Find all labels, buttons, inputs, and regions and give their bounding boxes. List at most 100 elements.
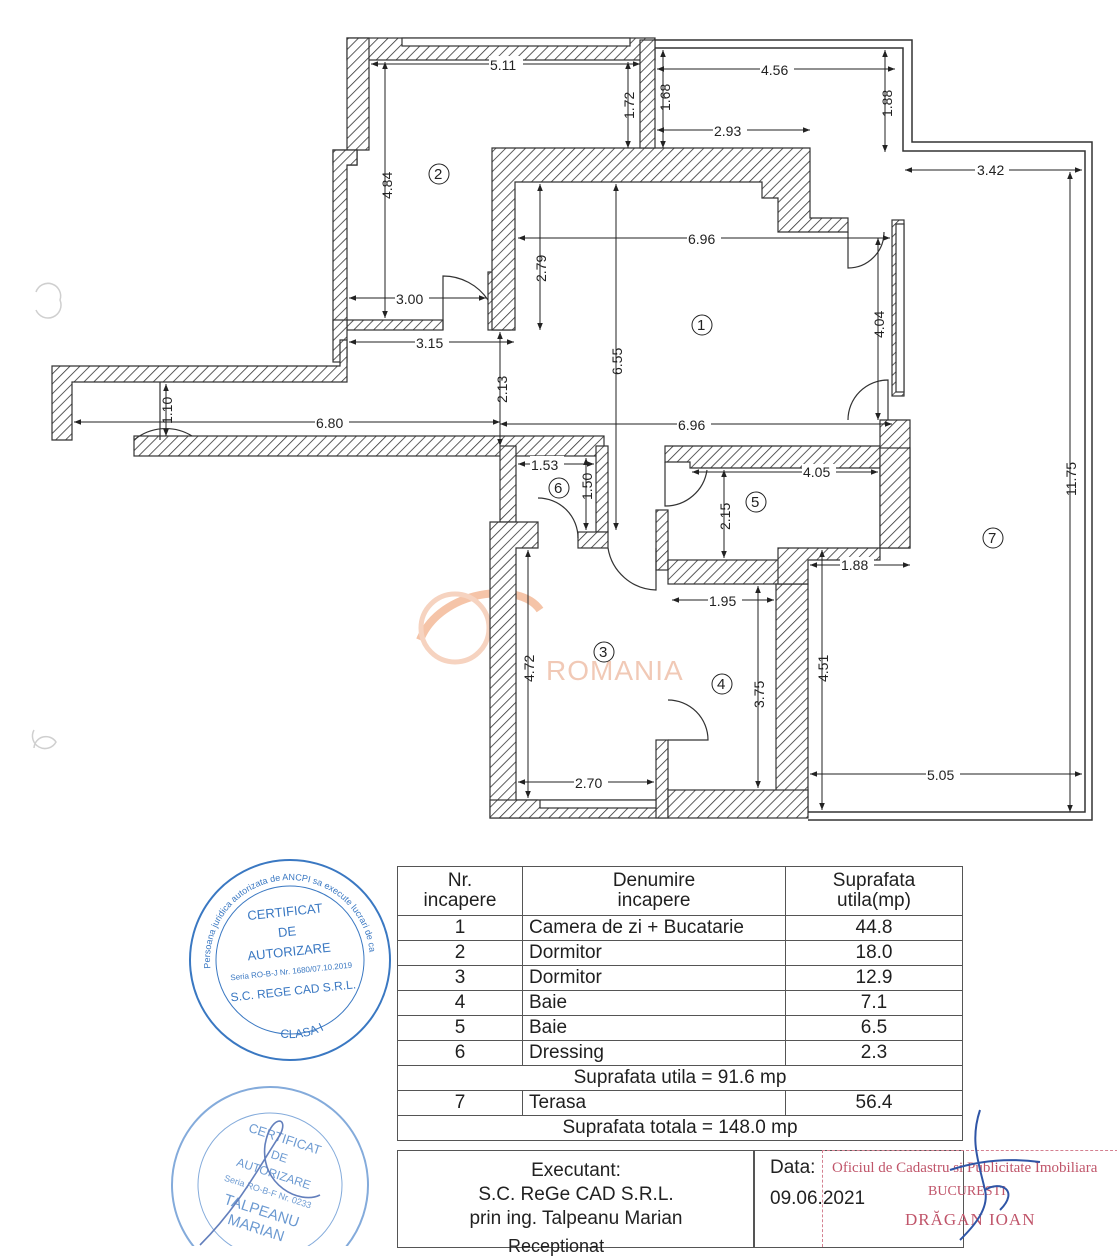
terrace-name: Terasa [522,1090,786,1116]
row-name: Camera de zi + Bucatarie [522,915,786,941]
stamp1-line2: DE [277,923,297,940]
header-nr: Nr. incapere [397,866,523,916]
dim-3-42: 3.42 [977,162,1004,178]
dim-6-96-top: 6.96 [688,231,715,247]
svg-text:CLASA I: CLASA I [278,1020,326,1043]
dim-2-93: 2.93 [714,123,741,139]
grand-total: Suprafata totala = 148.0 mp [397,1115,963,1141]
grand-total-row: Suprafata totala = 148.0 mp [397,1115,963,1141]
row-name: Dormitor [522,940,786,966]
date-value: 09.06.2021 [770,1188,866,1209]
terrace-nr: 7 [397,1090,523,1116]
dim-6-96-mid: 6.96 [678,417,705,433]
dim-3-75: 3.75 [751,681,767,708]
dim-2-79: 2.79 [533,255,549,282]
row-nr: 5 [397,1015,523,1041]
row-nr: 1 [397,915,523,941]
row-nr: 3 [397,965,523,991]
dim-3-00: 3.00 [396,291,423,307]
floor-plan: ROMANIA [31,37,1093,821]
walls [51,37,911,819]
dim-3-15: 3.15 [416,335,443,351]
dimension-labels: 5.11 4.56 1.72 1.68 1.88 2.93 3.42 4.84 … [159,56,1079,791]
dim-4-72: 4.72 [521,655,537,682]
office-stamp-line1: Oficiul de Cadastru si Publicitate Imobi… [832,1160,1098,1176]
authorization-stamp-1: Persoana juridica autorizata de ANCPI sa… [180,850,391,1061]
header-name: Denumire incapere [522,866,786,916]
dim-1-88-top: 1.88 [879,90,895,117]
dim-1-10: 1.10 [159,397,175,424]
dim-2-15: 2.15 [717,503,733,530]
watermark-text: ROMANIA [546,655,684,686]
row-nr: 2 [397,940,523,966]
office-stamp-frame [822,1150,1117,1247]
row-nr: 6 [397,1040,523,1066]
dim-1-53: 1.53 [531,457,558,473]
room-number-1: 1 [697,317,705,334]
dim-4-05: 4.05 [803,464,830,480]
dim-2-13: 2.13 [494,376,510,403]
dim-5-11: 5.11 [490,57,516,73]
row-area: 7.1 [785,990,963,1016]
executant-person: prin ing. Talpeanu Marian [469,1208,683,1229]
executant-company: S.C. ReGe CAD S.R.L. [478,1184,674,1205]
row-area: 44.8 [785,915,963,941]
date-label: Data: [770,1157,816,1178]
punch-holes [31,282,62,750]
terrace-area: 56.4 [785,1090,963,1116]
dim-4-51: 4.51 [815,655,831,682]
dim-4-04: 4.04 [871,311,887,338]
row-area: 6.5 [785,1015,963,1041]
dim-4-56: 4.56 [761,62,788,78]
table-row: 6 Dressing 2.3 [397,1040,963,1066]
table-row: 1 Camera de zi + Bucatarie 44.8 [397,915,963,941]
dim-6-55: 6.55 [609,348,625,375]
row-area: 2.3 [785,1040,963,1066]
dim-2-70: 2.70 [575,775,602,791]
room-number-3: 3 [599,644,607,661]
terrace-row: 7 Terasa 56.4 [397,1090,963,1116]
executant-box: Executant: S.C. ReGe CAD S.R.L. prin ing… [397,1150,755,1248]
table-row: 4 Baie 7.1 [397,990,963,1016]
terrace-outline [655,39,1093,821]
windows [401,37,905,809]
watermark: ROMANIA [416,589,684,686]
row-name: Dormitor [522,965,786,991]
room-numbers [428,163,1004,695]
dim-1-95: 1.95 [709,593,736,609]
row-nr: 4 [397,990,523,1016]
dim-1-88-right: 1.88 [841,557,868,573]
dim-11-75: 11.75 [1063,462,1079,496]
row-name: Baie [522,1015,786,1041]
table-row: 2 Dormitor 18.0 [397,940,963,966]
dim-1-50: 1.50 [579,473,595,500]
room-number-6: 6 [554,480,562,497]
table-row: 3 Dormitor 12.9 [397,965,963,991]
surface-table: Nr. incapere Denumire incapere Suprafata… [397,866,963,1141]
office-stamp-line3: DRĂGAN IOAN [905,1210,1036,1229]
row-area: 18.0 [785,940,963,966]
receptionat-label: Receptionat [508,1236,605,1256]
stamp1-line5: S.C. REGE CAD S.R.L. [230,977,357,1004]
dim-1-72: 1.72 [621,92,637,119]
useful-total: Suprafata utila = 91.6 mp [397,1065,963,1091]
dim-4-84: 4.84 [379,172,395,199]
room-number-7: 7 [988,530,996,547]
office-signature [949,1109,1041,1241]
table-header-row: Nr. incapere Denumire incapere Suprafata… [397,866,963,916]
useful-total-row: Suprafata utila = 91.6 mp [397,1065,963,1091]
stamp1-ring-bottom: CLASA I [278,1020,326,1043]
row-area: 12.9 [785,965,963,991]
row-name: Dressing [522,1040,786,1066]
row-name: Baie [522,990,786,1016]
stamp1-line3: AUTORIZARE [247,940,332,964]
room-number-2: 2 [434,166,442,183]
room-number-4: 4 [717,676,725,693]
authorization-stamp-2: CERTIFICAT DE AUTORIZARE Seria RO-B-F Nr… [171,1086,369,1246]
dim-5-05: 5.05 [927,767,954,783]
executant-label: Executant: [531,1160,621,1181]
dim-1-68: 1.68 [657,84,673,111]
table-row: 5 Baie 6.5 [397,1015,963,1041]
signature [199,1120,321,1246]
stamp1-line1: CERTIFICAT [247,900,324,923]
